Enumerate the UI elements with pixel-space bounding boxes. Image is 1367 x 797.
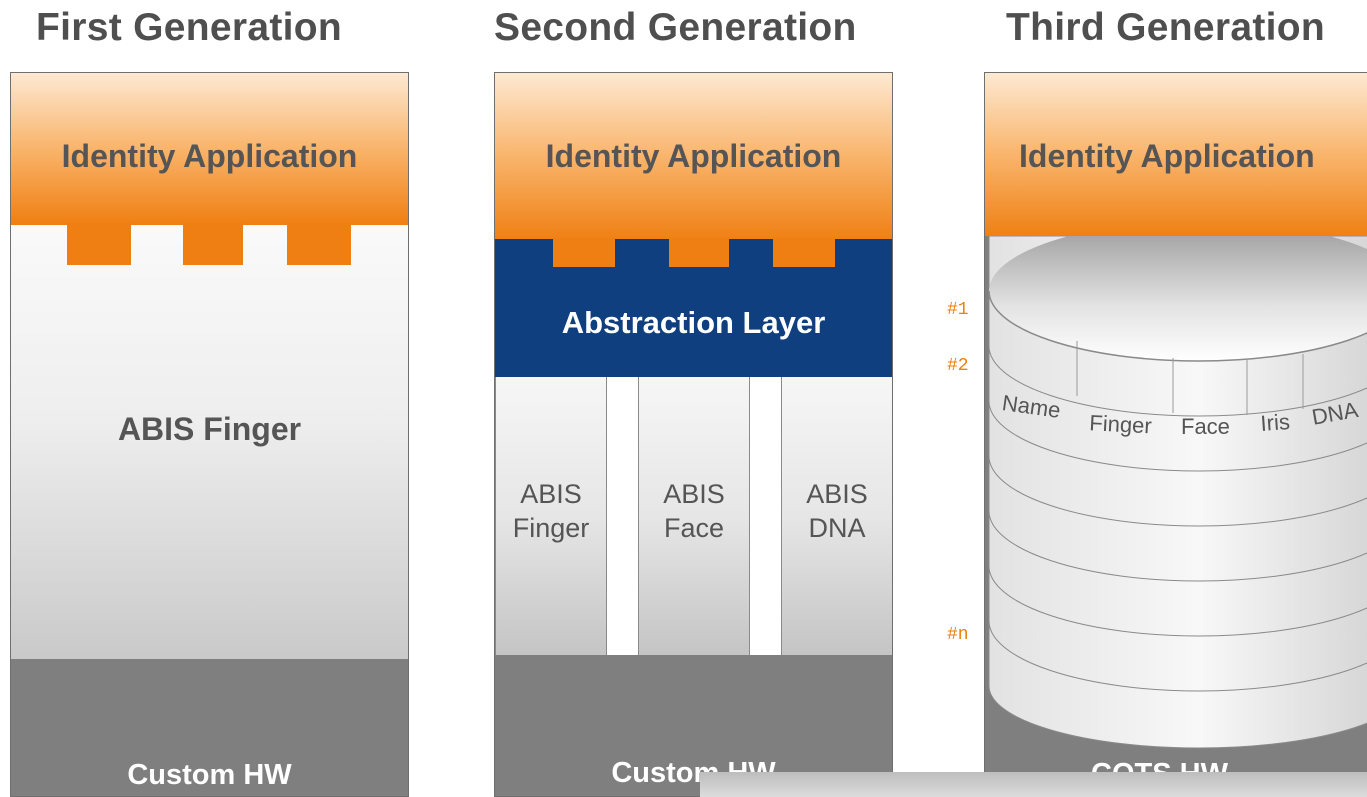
custom-hw-label: Custom HW	[127, 759, 292, 791]
first-generation-stack: Identity Application ABIS Finger Custom …	[10, 72, 409, 797]
abis-finger-block	[11, 223, 408, 661]
cylinder-body	[988, 236, 1367, 749]
connector-tab	[669, 239, 729, 267]
connector-tab	[553, 239, 615, 267]
connector-tab	[183, 223, 243, 265]
second-generation-stack: Identity Application Abstraction Layer A…	[494, 72, 893, 797]
record-row-line	[988, 510, 1367, 582]
cylinder-top	[989, 236, 1367, 361]
identity-application-layer: Identity Application	[985, 73, 1367, 238]
second-generation-title: Second Generation	[494, 6, 857, 49]
record-row-line	[988, 565, 1367, 637]
third-generation-title: Third Generation	[1006, 6, 1325, 49]
record-marker-first: #1	[947, 300, 969, 320]
abis-finger-label: ABIS Finger	[117, 411, 302, 447]
record-marker-last: #n	[947, 625, 969, 645]
identity-application-label: Identity Application	[1019, 138, 1315, 174]
connector-tab	[287, 223, 351, 265]
field-label-finger: Finger	[1089, 410, 1153, 438]
identity-application-label: Identity Application	[61, 138, 358, 174]
bottom-overlay-strip	[700, 772, 1367, 797]
custom-hw-layer: Custom HW	[11, 659, 408, 796]
identity-application-label: Identity Application	[545, 138, 842, 174]
record-row-line	[988, 455, 1367, 527]
record-row-line	[988, 345, 1367, 417]
field-label-iris: Iris	[1260, 409, 1291, 436]
cylinder-rim	[988, 290, 1367, 362]
identity-application-layer: Identity Application	[11, 73, 408, 225]
connector-tab	[773, 239, 835, 267]
database-cylinder: Name Finger Face Iris DNA	[985, 236, 1367, 796]
connector-tab	[67, 223, 131, 265]
abstraction-layer-label: Abstraction Layer	[561, 305, 826, 340]
abstraction-layer: Abstraction Layer	[495, 239, 892, 377]
field-label-face: Face	[1181, 414, 1230, 439]
third-generation-stack: Identity Application Name	[984, 72, 1367, 797]
record-row-line	[988, 620, 1367, 692]
record-marker-second: #2	[947, 356, 969, 376]
identity-application-layer: Identity Application	[495, 73, 892, 241]
record-row-line	[988, 400, 1367, 472]
first-generation-title: First Generation	[36, 6, 343, 49]
